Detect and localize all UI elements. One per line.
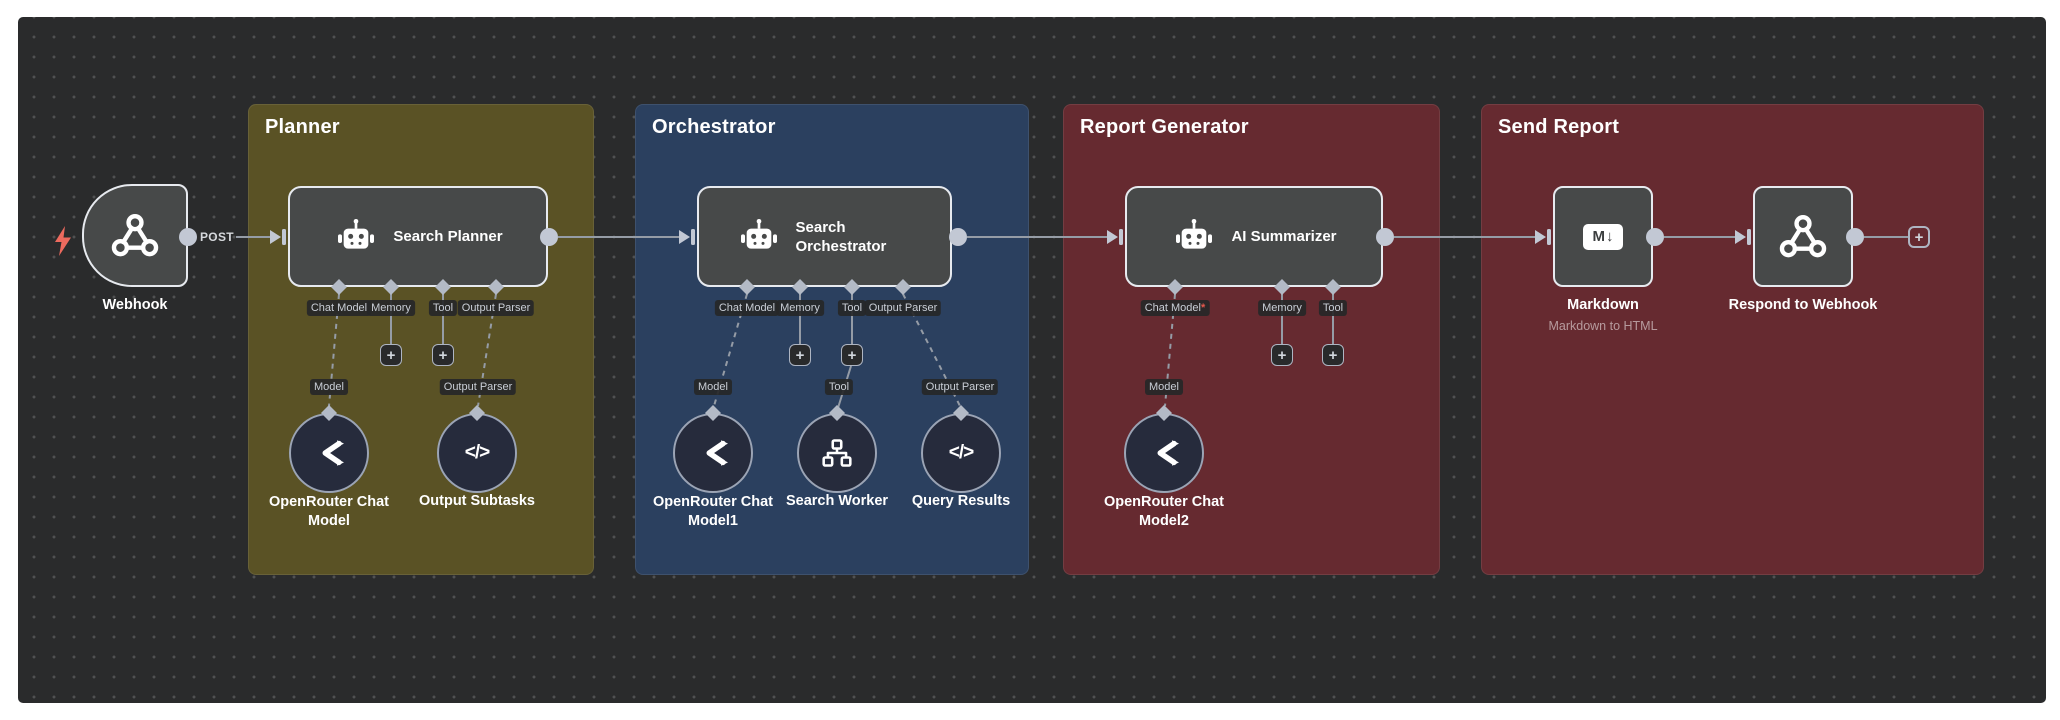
- port-label-model: Model: [310, 379, 348, 395]
- port-label-model: Model: [694, 379, 732, 395]
- port-label-report-memory: Memory: [1258, 300, 1306, 316]
- node-query-results[interactable]: </>: [921, 413, 1001, 493]
- port-label-orchestrator-memory: Memory: [776, 300, 824, 316]
- required-marker: *: [1200, 302, 1206, 314]
- node-search-worker-label: Search Worker: [785, 493, 889, 509]
- node-openrouter-chat-model1[interactable]: [673, 413, 753, 493]
- add-tool-button-orchestrator[interactable]: +: [841, 344, 863, 366]
- group-send-report[interactable]: Send Report: [1481, 104, 1984, 575]
- robot-icon: [1176, 218, 1213, 249]
- markdown-icon: M↓: [1583, 223, 1623, 250]
- group-orchestrator-title: Orchestrator: [652, 116, 776, 138]
- add-node-button[interactable]: +: [1908, 226, 1930, 248]
- port-label-planner-memory: Memory: [367, 300, 415, 316]
- node-openrouter-chat-model2-label: OpenRouter Chat Model2: [1103, 494, 1225, 529]
- port-label-outputparser: Output Parser: [921, 379, 999, 395]
- group-report-generator-title: Report Generator: [1080, 116, 1249, 138]
- sitemap-icon: [822, 439, 852, 467]
- code-icon: </>: [464, 442, 491, 463]
- node-respond-to-webhook-label: Respond to Webhook: [1728, 297, 1878, 313]
- port-label-planner-outputparser: Output Parser: [457, 300, 535, 316]
- port-label-outputparser: Output Parser: [439, 379, 517, 395]
- node-markdown-label: Markdown: [1567, 297, 1639, 313]
- node-search-planner[interactable]: Search Planner: [288, 186, 548, 287]
- node-markdown-subtitle: Markdown to HTML: [1548, 319, 1658, 333]
- node-search-planner-label: Search Planner: [393, 228, 503, 245]
- workflow-canvas[interactable]: Planner Orchestrator Report Generator Se…: [18, 17, 2046, 703]
- node-webhook[interactable]: [82, 184, 188, 287]
- port-label-report-tool: Tool: [1318, 300, 1348, 316]
- port-label-report-chatmodel: Chat Model*: [1140, 300, 1210, 316]
- openrouter-icon: [706, 440, 728, 466]
- add-memory-button-planner[interactable]: +: [380, 344, 402, 366]
- add-tool-button-report[interactable]: +: [1322, 344, 1344, 366]
- port-label-orchestrator-chatmodel: Chat Model: [714, 300, 780, 316]
- add-memory-button-report[interactable]: +: [1271, 344, 1293, 366]
- group-orchestrator[interactable]: Orchestrator: [635, 104, 1029, 575]
- node-openrouter-chat-model-label: OpenRouter Chat Model: [268, 494, 390, 529]
- robot-icon: [740, 218, 777, 249]
- node-search-orchestrator-label: Search Orchestrator: [795, 218, 887, 255]
- node-respond-to-webhook[interactable]: [1753, 186, 1853, 287]
- markdown-icon-arrow: ↓: [1606, 228, 1614, 245]
- robot-icon: [338, 218, 375, 249]
- trigger-bolt-icon: [55, 226, 71, 256]
- node-ai-summarizer[interactable]: AI Summarizer: [1125, 186, 1383, 287]
- node-search-worker[interactable]: [797, 413, 877, 493]
- node-search-orchestrator[interactable]: Search Orchestrator: [697, 186, 952, 287]
- add-tool-button-planner[interactable]: +: [432, 344, 454, 366]
- webhook-icon: [1779, 214, 1827, 257]
- port-label-model: Model: [1145, 379, 1183, 395]
- node-query-results-label: Query Results: [911, 493, 1011, 509]
- node-ai-summarizer-label: AI Summarizer: [1231, 228, 1337, 245]
- port-label-orchestrator-tool: Tool: [837, 300, 867, 316]
- node-markdown[interactable]: M↓: [1553, 186, 1653, 287]
- port-label-tool: Tool: [824, 379, 854, 395]
- port-label-orchestrator-outputparser: Output Parser: [864, 300, 942, 316]
- group-report-generator[interactable]: Report Generator: [1063, 104, 1440, 575]
- openrouter-icon: [1157, 440, 1179, 466]
- markdown-icon-m: M: [1592, 228, 1606, 245]
- connection-method-label: POST: [200, 230, 234, 244]
- group-send-report-title: Send Report: [1498, 116, 1620, 138]
- node-openrouter-chat-model2[interactable]: [1124, 413, 1204, 493]
- node-openrouter-chat-model1-label: OpenRouter Chat Model1: [652, 494, 774, 529]
- code-icon: </>: [948, 442, 975, 463]
- node-openrouter-chat-model[interactable]: [289, 413, 369, 493]
- port-label-planner-chatmodel: Chat Model: [306, 300, 372, 316]
- group-planner-title: Planner: [265, 116, 340, 138]
- port-label-planner-tool: Tool: [428, 300, 458, 316]
- node-webhook-label: Webhook: [102, 297, 168, 313]
- node-output-subtasks-label: Output Subtasks: [418, 493, 536, 509]
- openrouter-icon: [322, 440, 344, 466]
- group-planner[interactable]: Planner: [248, 104, 594, 575]
- add-memory-button-orchestrator[interactable]: +: [789, 344, 811, 366]
- node-output-subtasks[interactable]: </>: [437, 413, 517, 493]
- webhook-icon: [111, 213, 159, 256]
- port-label-text: Chat Model: [1144, 302, 1201, 314]
